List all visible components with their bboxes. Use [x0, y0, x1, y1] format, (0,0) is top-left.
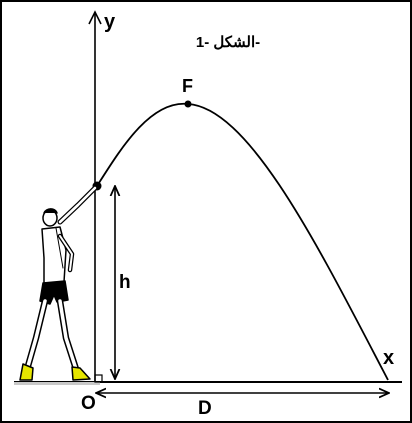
height-label: h — [119, 272, 131, 293]
y-axis-arrow-icon — [88, 10, 102, 25]
figure-caption: الشكل -1- — [196, 34, 260, 51]
trajectory-curve — [96, 103, 389, 381]
distance-label: D — [198, 398, 212, 419]
right-angle-marker — [94, 374, 103, 383]
apex-label: F — [182, 76, 193, 96]
y-axis-label: y — [104, 11, 116, 33]
origin-label: O — [81, 393, 96, 414]
javelin-thrower-icon — [19, 185, 98, 381]
x-axis-label: x — [383, 347, 394, 369]
apex-point — [184, 100, 192, 108]
ground-shade — [14, 382, 100, 385]
